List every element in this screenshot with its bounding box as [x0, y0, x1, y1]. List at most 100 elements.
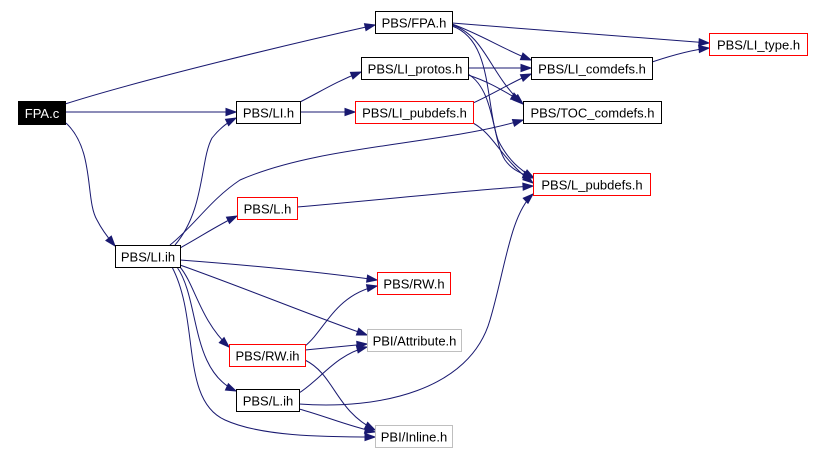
arrowhead-icon — [522, 182, 535, 191]
edge-pbs-li-protos-h-to-pbs-li-comdefs-h — [468, 63, 533, 73]
edge-pbs-li-ih-to-pbs-li-h — [174, 117, 238, 246]
edge-line — [304, 359, 376, 431]
edge-pbs-rw-ih-to-pbi-inline-h — [304, 359, 377, 431]
edge-pbs-li-pubdefs-h-to-pbs-l-pubdefs-h — [472, 122, 535, 184]
edge-line — [65, 122, 116, 247]
edge-line — [176, 266, 237, 392]
edge-line — [171, 266, 376, 438]
arrowhead-icon — [522, 173, 535, 184]
node-pbs-toc-comdefs-h[interactable]: PBS/TOC_comdefs.h — [523, 101, 662, 124]
edge-line — [179, 266, 230, 348]
node-label: PBS/LI_pubdefs.h — [362, 106, 467, 121]
arrowhead-icon — [224, 382, 238, 392]
edges-layer — [64, 22, 711, 442]
edge-pbs-li-pubdefs-h-to-pbs-li-comdefs-h — [472, 73, 533, 104]
node-box — [229, 344, 306, 367]
node-box — [531, 57, 653, 80]
node-label: PBS/LI_protos.h — [368, 62, 463, 77]
edge-pbs-li-ih-to-pbs-toc-comdefs-h — [169, 119, 525, 246]
arrowhead-icon — [520, 63, 533, 73]
edge-pbs-li-ih-to-pbs-l-h — [179, 215, 239, 249]
node-label: PBS/LI_comdefs.h — [538, 62, 646, 77]
node-box — [115, 245, 181, 268]
edge-pbs-l-ih-to-pbi-attribute-h — [298, 345, 369, 394]
node-pbs-li-type-h[interactable]: PBS/LI_type.h — [709, 33, 808, 56]
node-box — [523, 101, 662, 124]
node-label: FPA.c — [25, 106, 60, 121]
node-label: PBS/TOC_comdefs.h — [530, 106, 654, 121]
edge-pbs-li-ih-to-pbi-inline-h — [171, 266, 377, 442]
arrowhead-icon — [355, 327, 369, 336]
node-pbs-l-pubdefs-h[interactable]: PBS/L_pubdefs.h — [533, 173, 651, 196]
edge-line — [296, 185, 534, 208]
node-box — [18, 101, 66, 125]
edge-line — [298, 193, 534, 406]
node-pbs-li-h[interactable]: PBS/LI.h — [236, 101, 301, 124]
edge-fpa-c-to-pbs-li-h — [65, 107, 238, 117]
node-pbs-l-ih[interactable]: PBS/L.ih — [236, 389, 300, 412]
node-box — [237, 197, 298, 220]
edge-pbs-li-ih-to-pbs-rw-ih — [179, 266, 231, 349]
arrowhead-icon — [522, 192, 535, 205]
edge-pbs-l-ih-to-pbi-inline-h — [298, 408, 377, 434]
node-box — [236, 389, 300, 412]
arrowhead-icon — [349, 71, 363, 80]
edge-pbs-li-ih-to-pbi-attribute-h — [179, 264, 369, 336]
node-box — [533, 173, 651, 196]
arrowhead-icon — [511, 119, 525, 128]
edge-pbs-li-h-to-pbs-li-protos-h — [299, 71, 363, 103]
node-pbs-rw-h[interactable]: PBS/RW.h — [377, 272, 451, 295]
edge-pbs-li-ih-to-pbs-l-ih — [176, 266, 238, 392]
arrowhead-icon — [365, 284, 379, 293]
node-box — [361, 57, 469, 80]
node-fpa-c[interactable]: FPA.c — [18, 101, 66, 125]
edge-pbs-li-comdefs-h-to-pbs-li-type-h — [651, 44, 711, 63]
node-pbs-li-pubdefs-h[interactable]: PBS/LI_pubdefs.h — [355, 101, 474, 124]
arrowhead-icon — [698, 38, 711, 47]
edge-pbs-l-ih-to-pbs-l-pubdefs-h — [298, 192, 535, 406]
edge-line — [179, 264, 368, 336]
arrowhead-icon — [344, 107, 357, 117]
node-pbs-rw-ih[interactable]: PBS/RW.ih — [229, 344, 306, 367]
edge-line — [179, 259, 378, 281]
arrowhead-icon — [363, 23, 377, 32]
node-pbs-l-h[interactable]: PBS/L.h — [237, 197, 298, 220]
node-label: PBS/RW.ih — [235, 349, 299, 364]
edge-line — [304, 285, 378, 347]
node-label: PBS/LI.ih — [121, 250, 175, 265]
arrowhead-icon — [698, 44, 711, 54]
node-label: PBS/L.h — [244, 202, 292, 217]
node-label: PBS/FPA.h — [382, 16, 447, 31]
node-pbi-attribute-h[interactable]: PBI/Attribute.h — [367, 329, 462, 352]
node-label: PBS/RW.h — [383, 277, 444, 292]
node-box — [367, 329, 462, 352]
node-label: PBI/Inline.h — [381, 430, 448, 445]
edge-pbs-rw-ih-to-pbs-rw-h — [304, 284, 379, 347]
arrowhead-icon — [224, 117, 238, 127]
arrowhead-icon — [366, 274, 379, 283]
node-box — [355, 101, 474, 124]
arrowhead-icon — [363, 425, 377, 434]
node-label: PBS/L_pubdefs.h — [541, 178, 642, 193]
nodes-layer: FPA.c PBS/FPA.hPBS/LI_type.hPBS/LI_protos… — [18, 11, 808, 448]
arrowhead-icon — [225, 215, 239, 225]
edge-line — [451, 23, 532, 61]
node-box — [236, 101, 301, 124]
edge-pbs-fpa-h-to-pbs-li-comdefs-h — [451, 23, 533, 61]
edge-line — [472, 122, 534, 184]
node-pbs-li-comdefs-h[interactable]: PBS/LI_comdefs.h — [531, 57, 653, 80]
node-pbs-fpa-h[interactable]: PBS/FPA.h — [375, 11, 453, 34]
node-pbi-inline-h[interactable]: PBI/Inline.h — [375, 425, 453, 448]
node-pbs-li-ih[interactable]: PBS/LI.ih — [115, 245, 181, 268]
edge-line — [174, 117, 237, 246]
edge-pbs-l-h-to-pbs-l-pubdefs-h — [296, 182, 535, 208]
arrowhead-icon — [355, 345, 369, 354]
node-pbs-li-protos-h[interactable]: PBS/LI_protos.h — [361, 57, 469, 80]
node-box — [709, 33, 808, 56]
edge-line — [64, 24, 376, 105]
arrowhead-icon — [509, 92, 523, 102]
edge-line — [451, 22, 710, 44]
edge-fpa-c-to-pbs-li-ih — [65, 122, 116, 248]
arrowhead-icon — [218, 336, 231, 349]
